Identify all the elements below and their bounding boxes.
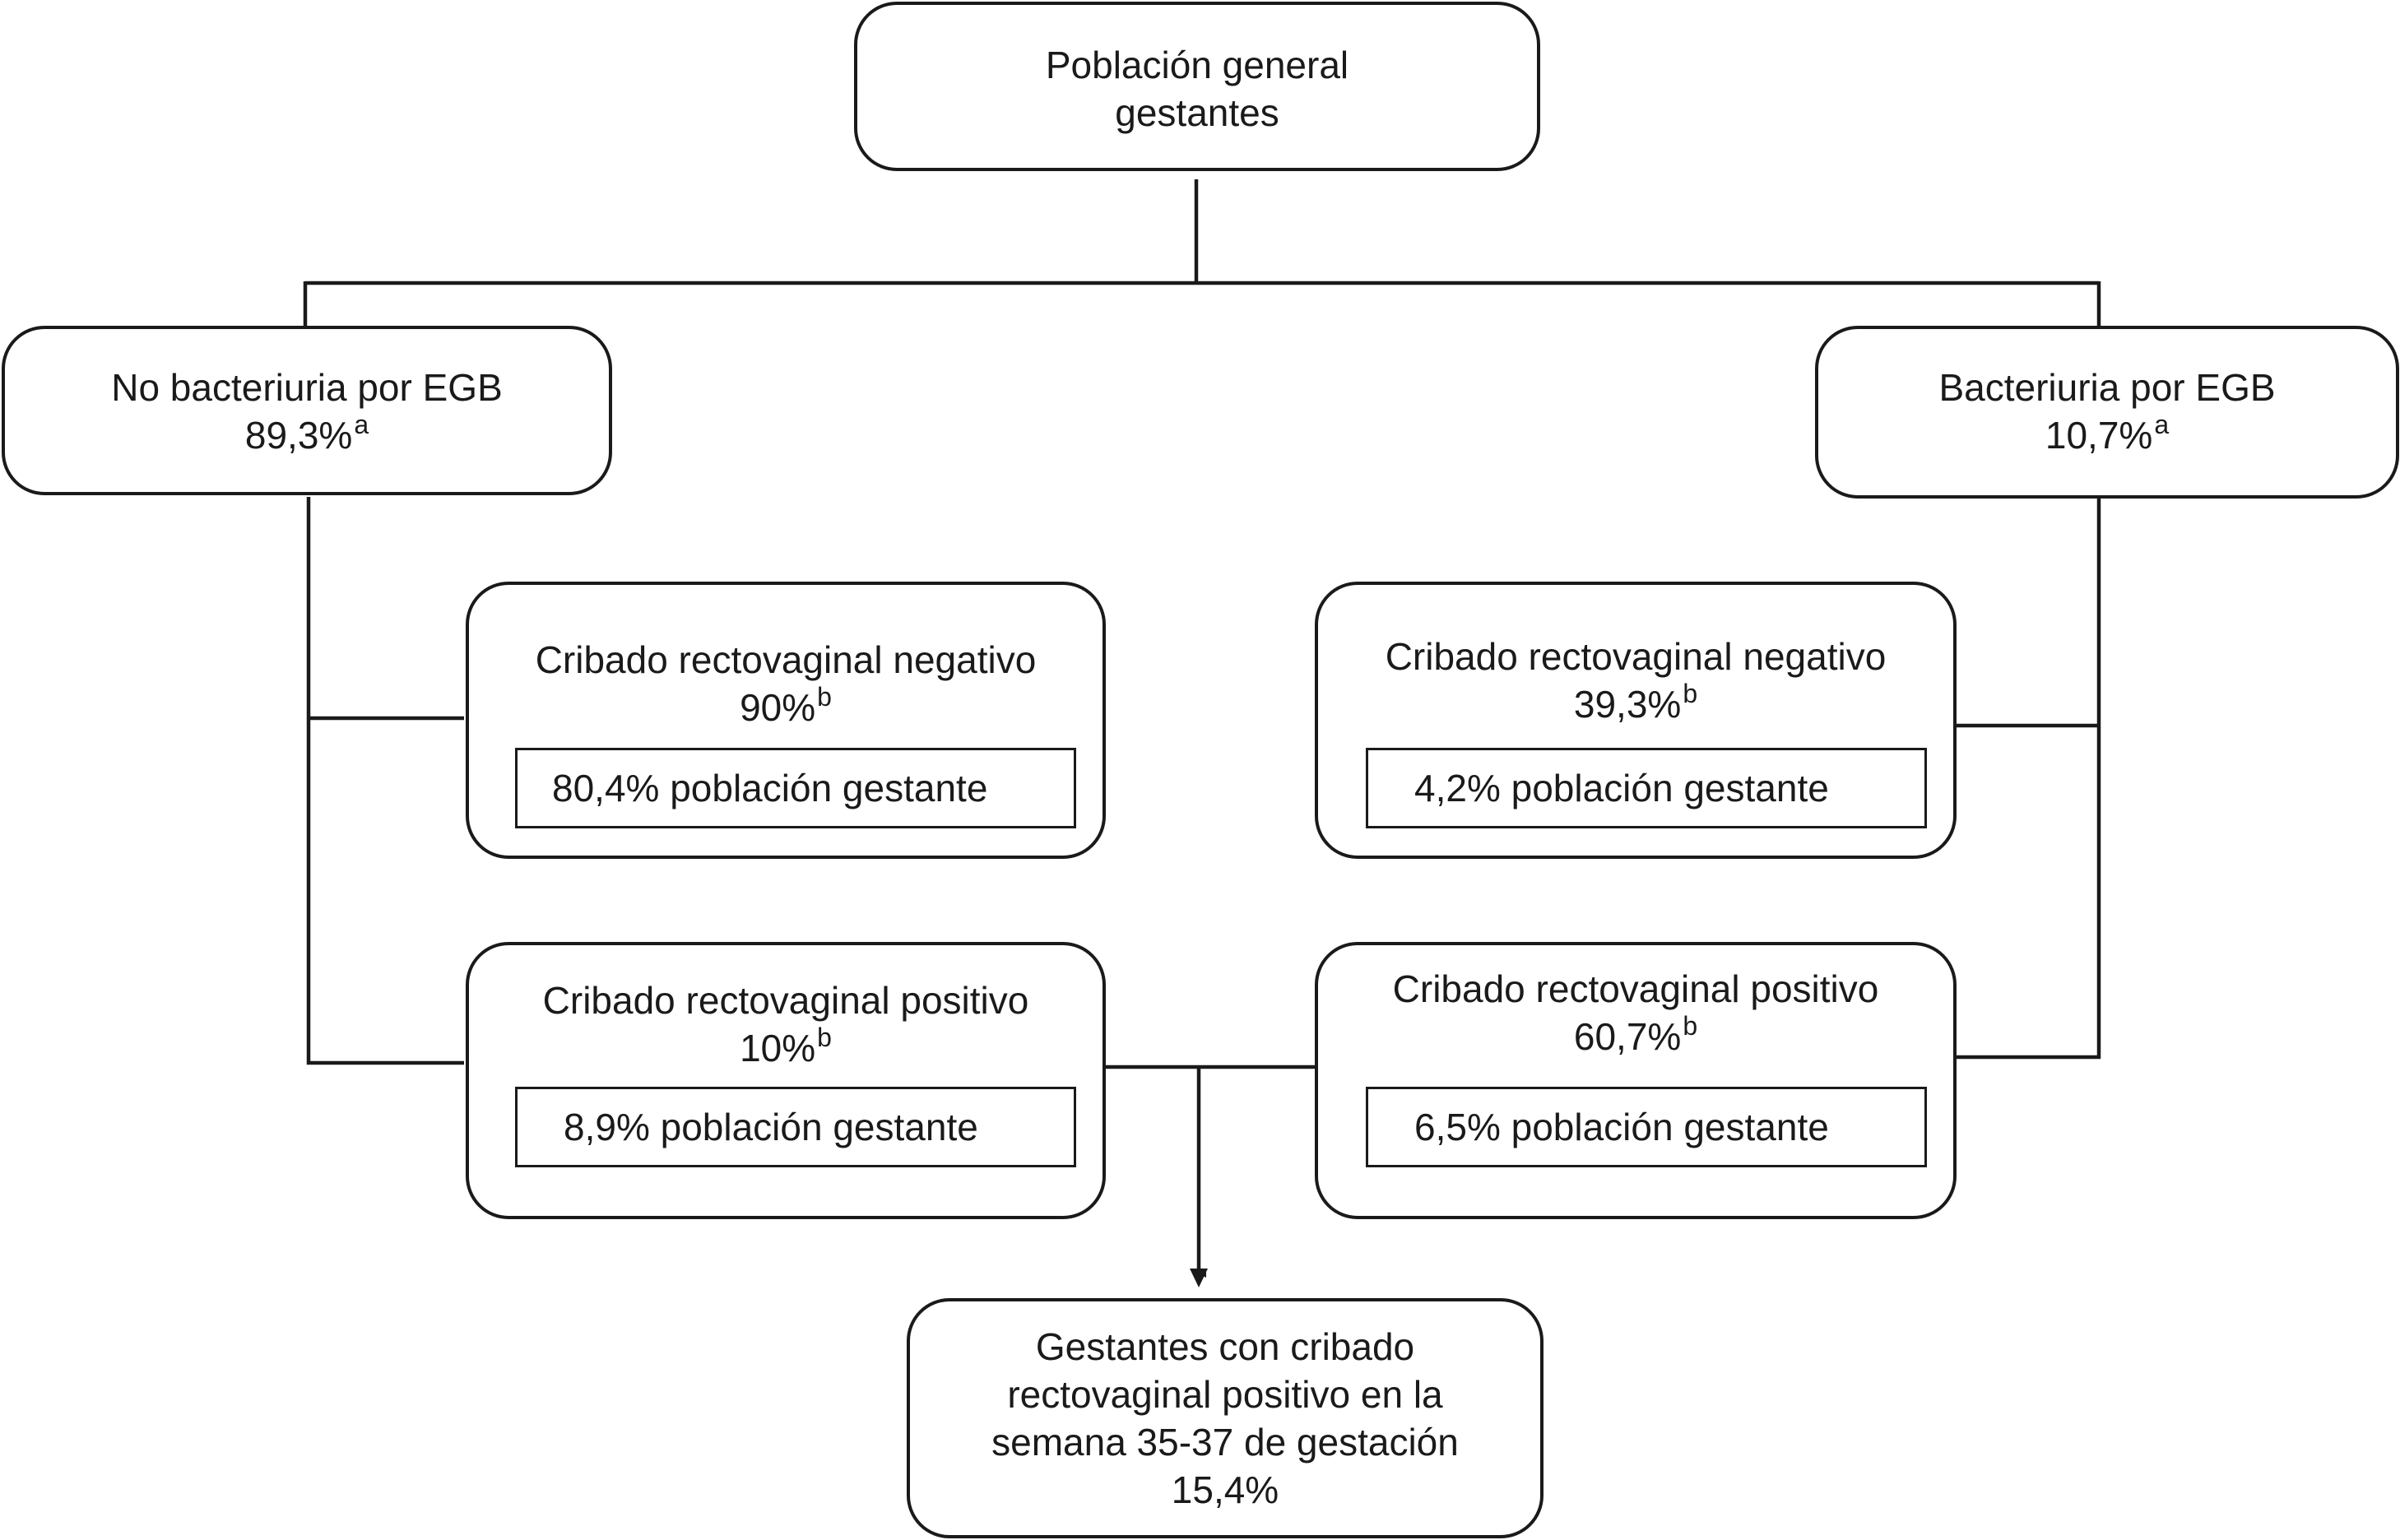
- result-value: 15,4%: [1171, 1468, 1279, 1511]
- right-positive-label: Cribado rectovaginal positivo: [1392, 967, 1879, 1010]
- no-bacteriuria-label: No bacteriuria por EGB: [111, 366, 503, 409]
- right-positive-population: 6,5% población gestante: [1366, 1087, 1927, 1167]
- left-positive-node: Cribado rectovaginal positivo 10%b 8,9% …: [466, 942, 1106, 1219]
- no-bacteriuria-node: No bacteriuria por EGB 89,3%a: [2, 326, 612, 495]
- right-negative-node: Cribado rectovaginal negativo 39,3%b 4,2…: [1315, 582, 1957, 859]
- result-label-line1: Gestantes con cribado: [1035, 1325, 1415, 1368]
- bacteriuria-value: 10,7%a: [2045, 410, 2170, 457]
- left-positive-label: Cribado rectovaginal positivo: [542, 979, 1029, 1022]
- no-bacteriuria-value: 89,3%a: [244, 410, 369, 457]
- result-label-line2: rectovaginal positivo en la: [1007, 1373, 1443, 1416]
- arrow-head-icon: [1190, 1269, 1208, 1287]
- left-negative-value: 90%b: [740, 682, 832, 729]
- left-negative-node: Cribado rectovaginal negativo 90%b 80,4%…: [466, 582, 1106, 859]
- footnote-marker: a: [2154, 410, 2170, 439]
- left-positive-value: 10%b: [740, 1023, 832, 1069]
- right-negative-label: Cribado rectovaginal negativo: [1385, 635, 1887, 678]
- footnote-marker: a: [354, 410, 369, 439]
- root-label-line2: gestantes: [1115, 91, 1279, 134]
- footnote-marker: b: [1683, 679, 1698, 708]
- footnote-marker: b: [817, 1023, 832, 1052]
- left-positive-population: 8,9% población gestante: [515, 1087, 1076, 1167]
- left-negative-label: Cribado rectovaginal negativo: [535, 638, 1037, 681]
- right-positive-node: Cribado rectovaginal positivo 60,7%b 6,5…: [1315, 942, 1957, 1219]
- right-negative-value: 39,3%b: [1573, 679, 1698, 726]
- left-negative-population: 80,4% población gestante: [515, 748, 1076, 828]
- root-node: Población general gestantes: [854, 2, 1540, 171]
- result-label-line3: semana 35-37 de gestación: [991, 1421, 1459, 1463]
- bacteriuria-node: Bacteriuria por EGB 10,7%a: [1815, 326, 2399, 499]
- right-negative-population: 4,2% población gestante: [1366, 748, 1927, 828]
- bacteriuria-label: Bacteriuria por EGB: [1938, 366, 2276, 409]
- root-label-line1: Población general: [1045, 44, 1349, 86]
- footnote-marker: b: [1683, 1011, 1698, 1041]
- footnote-marker: b: [817, 682, 832, 712]
- right-positive-value: 60,7%b: [1573, 1011, 1698, 1058]
- result-node: Gestantes con cribado rectovaginal posit…: [907, 1298, 1544, 1538]
